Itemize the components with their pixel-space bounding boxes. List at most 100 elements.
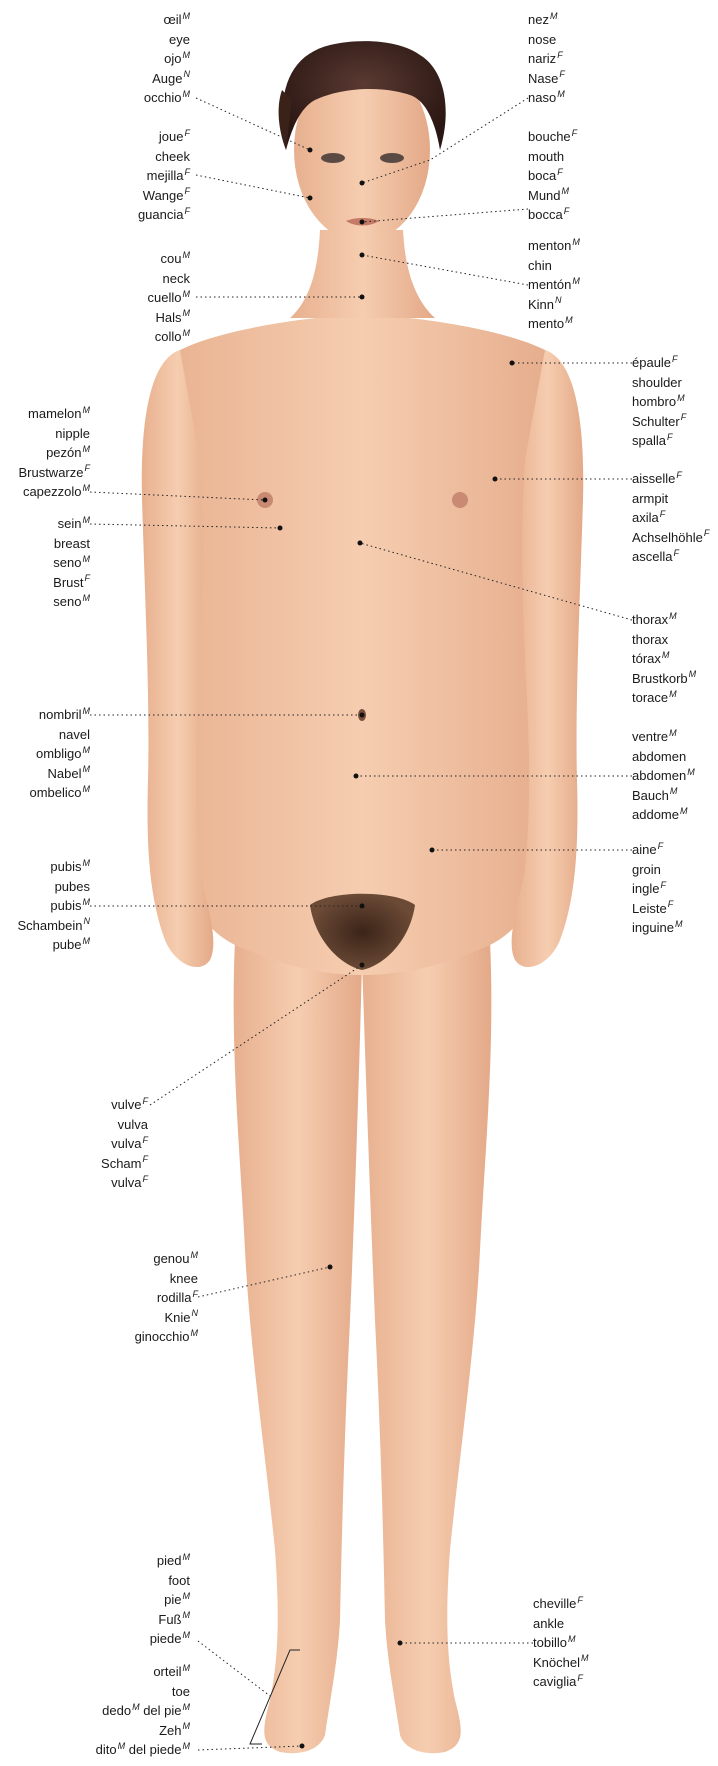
term-word: Schambein xyxy=(17,918,82,933)
label-toe: orteilM toe dedoM del pieM ZehM ditoM de… xyxy=(96,1662,190,1760)
term-en: knee xyxy=(135,1269,198,1289)
term-word: tórax xyxy=(632,651,661,666)
term-word: Mund xyxy=(528,188,561,203)
gender-marker: M xyxy=(83,405,91,415)
term-es: mentónM xyxy=(528,275,580,295)
gender-marker: F xyxy=(143,1135,149,1145)
term-word: toe xyxy=(172,1684,190,1699)
term-it: toraceM xyxy=(632,688,696,708)
term-word: ascella xyxy=(632,549,672,564)
term-it: addomeM xyxy=(632,805,695,825)
gender-marker: M xyxy=(669,689,677,699)
gender-marker: M xyxy=(183,50,191,60)
term-word: eye xyxy=(169,32,190,47)
gender-marker: M xyxy=(687,767,695,777)
gender-marker: F xyxy=(185,167,191,177)
gender-marker: F xyxy=(672,354,678,364)
label-vulva: vulveF vulva vulvaF SchamF vulvaF xyxy=(101,1095,148,1193)
gender-marker: M xyxy=(183,289,191,299)
term-it: ditoM del piedeM xyxy=(96,1740,190,1760)
gender-marker: M xyxy=(550,11,558,21)
gender-marker: M xyxy=(191,1250,199,1260)
term-word: Knöchel xyxy=(533,1655,580,1670)
gender-marker: F xyxy=(577,1595,583,1605)
term-en: pubes xyxy=(17,877,90,897)
term-word: Bauch xyxy=(632,788,669,803)
term-es: ojoM xyxy=(144,49,190,69)
term-word: mejilla xyxy=(147,168,184,183)
term-word: Nabel xyxy=(48,766,82,781)
term-es: axilaF xyxy=(632,508,709,528)
label-eye: œilM eye ojoM AugeN occhioM xyxy=(144,10,190,108)
term-word: armpit xyxy=(632,491,668,506)
gender-marker: F xyxy=(564,206,570,216)
term-de: SchambeinN xyxy=(17,916,90,936)
gender-marker: F xyxy=(660,509,666,519)
gender-marker: M xyxy=(183,1610,191,1620)
term-word: inguine xyxy=(632,920,674,935)
gender-marker: N xyxy=(192,1308,199,1318)
gender-marker: F xyxy=(667,432,673,442)
gender-marker: M xyxy=(132,1702,140,1712)
gender-marker: F xyxy=(676,470,682,480)
term-word: genou xyxy=(153,1251,189,1266)
term-de: AugeN xyxy=(144,69,190,89)
gender-marker: M xyxy=(183,11,191,21)
gender-marker: M xyxy=(669,611,677,621)
label-mouth: boucheF mouth bocaF MundM boccaF xyxy=(528,127,577,225)
label-groin: aineF groin ingleF LeisteF inguineM xyxy=(632,840,682,938)
term-word: dedo xyxy=(102,1703,131,1718)
term-en: ankle xyxy=(533,1614,588,1634)
term-word: cheville xyxy=(533,1596,576,1611)
term-en: shoulder xyxy=(632,373,686,393)
term-word: mentón xyxy=(528,277,571,292)
term-word: Brustwarze xyxy=(18,465,83,480)
label-neck: couM neck cuelloM HalsM colloM xyxy=(148,249,190,347)
term-word: pie xyxy=(164,1592,181,1607)
term-it: inguineM xyxy=(632,918,682,938)
term-de: LeisteF xyxy=(632,899,682,919)
term-fr: couM xyxy=(148,249,190,269)
gender-marker: F xyxy=(85,463,91,473)
gender-marker: F xyxy=(185,128,191,138)
term-it: ombelicoM xyxy=(29,783,90,803)
term-en: toe xyxy=(96,1682,190,1702)
gender-marker: N xyxy=(555,295,562,305)
term-fr: vulveF xyxy=(101,1095,148,1115)
gender-marker: M xyxy=(568,1634,576,1644)
term-it: vulvaF xyxy=(101,1173,148,1193)
term-word: del piede xyxy=(125,1742,181,1757)
gender-marker: F xyxy=(143,1154,149,1164)
term-word: pubis xyxy=(50,859,81,874)
term-word: épaule xyxy=(632,355,671,370)
gender-marker: M xyxy=(675,919,683,929)
label-nose: nezM nose narizF NaseF nasoM xyxy=(528,10,565,108)
term-word: nez xyxy=(528,12,549,27)
label-chin: mentonM chin mentónM KinnN mentoM xyxy=(528,236,580,334)
term-en: foot xyxy=(150,1571,190,1591)
gender-marker: F xyxy=(193,1289,199,1299)
gender-marker: M xyxy=(183,89,191,99)
term-word: foot xyxy=(168,1573,190,1588)
term-word: cou xyxy=(161,251,182,266)
label-thorax: thoraxM thorax tóraxM BrustkorbM toraceM xyxy=(632,610,696,708)
term-es: ombligoM xyxy=(29,744,90,764)
term-word: ombelico xyxy=(29,785,81,800)
term-word: chin xyxy=(528,258,552,273)
term-it: nasoM xyxy=(528,88,565,108)
term-de: MundM xyxy=(528,186,577,206)
term-fr: aisselleF xyxy=(632,469,709,489)
term-word: piede xyxy=(150,1631,182,1646)
term-word: Brustkorb xyxy=(632,671,688,686)
gender-marker: M xyxy=(669,728,677,738)
gender-marker: M xyxy=(83,936,91,946)
term-word: ombligo xyxy=(36,746,82,761)
term-word: Auge xyxy=(152,71,182,86)
label-cheek: joueF cheek mejillaF WangeF guanciaF xyxy=(138,127,190,225)
term-word: mento xyxy=(528,316,564,331)
term-word: hombro xyxy=(632,394,676,409)
term-fr: piedM xyxy=(150,1551,190,1571)
term-word: del pie xyxy=(140,1703,182,1718)
term-word: navel xyxy=(59,727,90,742)
